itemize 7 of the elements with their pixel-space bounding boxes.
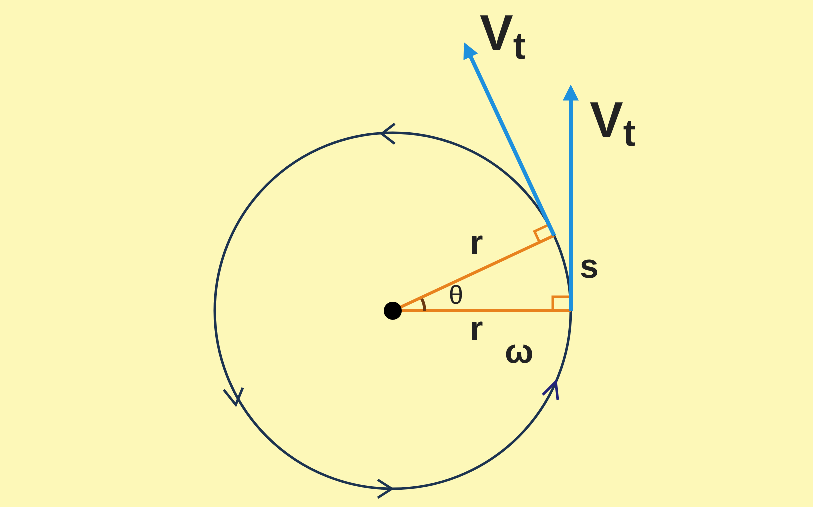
velocity-label: V$_{t}$ (590, 95, 636, 145)
radius-label: r (470, 312, 484, 346)
velocity-label: V$_{t}$ (480, 8, 526, 58)
angular-velocity-label: ω (505, 335, 534, 369)
arc-length-label: s (580, 250, 599, 284)
angle-label: θ (449, 282, 464, 308)
radius-label: r (470, 226, 484, 260)
